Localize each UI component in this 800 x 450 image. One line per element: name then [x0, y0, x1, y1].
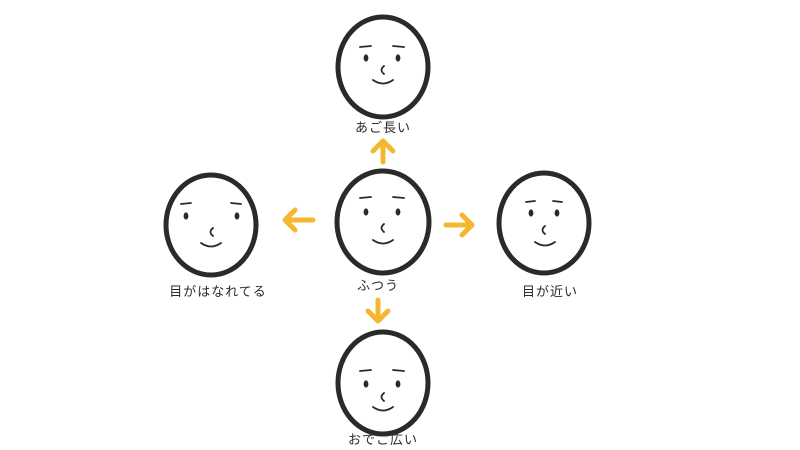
face-top-label: あご長い: [354, 121, 412, 136]
face-top-mouth: [372, 79, 394, 85]
face-left-left-eye: [183, 212, 189, 220]
face-top-nose: [380, 65, 385, 75]
face-center-left-eye: [363, 208, 369, 216]
arrow-up: [370, 138, 396, 165]
face-bottom: [335, 329, 431, 437]
face-top-left-eye: [363, 54, 369, 62]
face-left-label: 目がはなれてる: [169, 285, 267, 300]
face-left-nose: [209, 227, 214, 237]
face-top: [335, 14, 431, 120]
face-right-left-eye: [528, 209, 534, 217]
face-right-mouth: [534, 241, 556, 247]
face-bottom-left-eye: [363, 380, 369, 388]
arrow-left: [282, 207, 316, 233]
face-center-label: ふつう: [356, 279, 400, 294]
face-right-outline: [496, 170, 592, 276]
face-left-right-eye: [234, 212, 240, 220]
face-center-right-eye: [395, 208, 401, 216]
face-left-outline: [163, 172, 259, 278]
face-left-right-eyebrow: [230, 202, 242, 205]
face-top-right-eye: [395, 54, 401, 62]
face-right-label: 目が近い: [521, 285, 579, 300]
face-center-mouth: [372, 239, 394, 245]
face-bottom-label: おでこ広い: [347, 433, 419, 448]
arrow-left-shape: [282, 207, 316, 233]
face-right-right-eyebrow: [552, 200, 563, 203]
face-bottom-nose: [380, 392, 385, 402]
face-right-nose: [541, 225, 546, 235]
arrow-right-shape: [443, 212, 475, 238]
face-bottom-right-eye: [395, 380, 401, 388]
face-bottom-left-eyebrow: [359, 369, 372, 372]
face-center-outline: [334, 168, 432, 276]
arrow-down-shape: [365, 297, 391, 324]
face-bottom-mouth: [372, 406, 394, 412]
face-left-left-eyebrow: [180, 202, 192, 205]
face-bottom-outline: [335, 329, 431, 437]
face-left-mouth: [200, 242, 222, 248]
face-bottom-right-eyebrow: [392, 369, 405, 372]
face-center-nose: [380, 223, 385, 233]
face-right-left-eyebrow: [525, 200, 536, 203]
face-top-left-eyebrow: [359, 45, 372, 48]
face-center-right-eyebrow: [392, 196, 405, 199]
face-right-right-eye: [554, 209, 560, 217]
arrow-right: [443, 212, 475, 238]
face-center: [334, 168, 432, 276]
arrow-up-shape: [370, 138, 396, 165]
face-left: [163, 172, 259, 278]
face-top-right-eyebrow: [392, 45, 405, 48]
face-center-left-eyebrow: [359, 196, 372, 199]
arrow-down: [365, 297, 391, 324]
face-right: [496, 170, 592, 276]
